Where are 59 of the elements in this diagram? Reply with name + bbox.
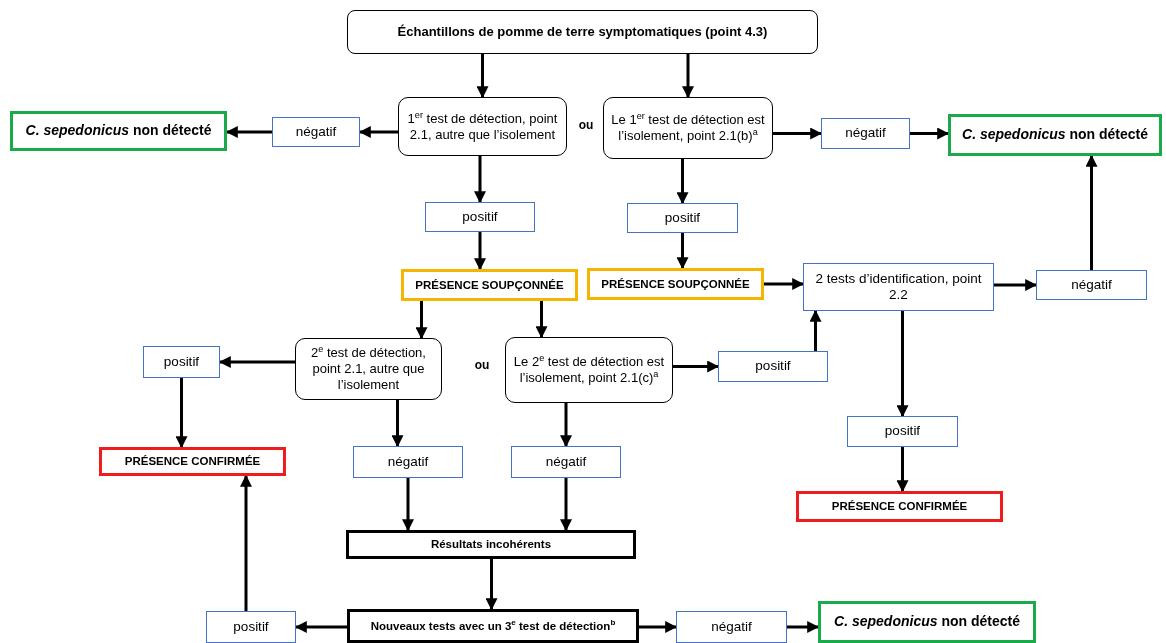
arrow: [896, 311, 909, 418]
result-box: 2 tests d’identification, point 2.2: [803, 263, 994, 311]
outcome-box: C. sepedonicus non détecté: [10, 111, 227, 151]
result-box: négatif: [821, 118, 910, 149]
arrow: [773, 127, 823, 140]
or-label: ou: [473, 358, 491, 372]
result-box: positif: [718, 351, 828, 382]
result-box: négatif: [676, 611, 787, 643]
suspected-box: PRÉSENCE SOUPÇONNÉE: [587, 268, 764, 300]
arrow: [896, 447, 909, 493]
arrow: [673, 360, 720, 373]
sample-box: Échantillons de pomme de terre symptomatiques (point 4.3): [347, 10, 818, 54]
arrow: [809, 309, 822, 351]
test-box: 2$^{e}$ test de détection, point 2.1, autre que l’isolement: [295, 338, 442, 400]
arrow: [175, 378, 188, 449]
arrow: [294, 621, 347, 633]
result-box: positif: [143, 346, 220, 378]
arrow: [676, 159, 689, 205]
outcome-box: C. sepedonicus non détecté: [818, 601, 1036, 643]
arrow: [474, 232, 486, 271]
result-box: positif: [425, 202, 535, 232]
result-box: positif: [206, 611, 296, 643]
test-box: Le 1$^{er}$ test de détection est l’isolement, point 2.1(b)$^{a}$: [603, 97, 773, 159]
arrow: [358, 126, 398, 138]
arrow: [676, 233, 689, 270]
arrow: [994, 279, 1038, 291]
process-box: Nouveaux tests avec un 3$^{e}$ test de détection$^{b}$: [347, 609, 639, 643]
result-box: négatif: [511, 446, 621, 478]
arrow: [240, 474, 252, 611]
arrow: [560, 403, 572, 448]
arrow: [682, 54, 694, 99]
arrow: [402, 478, 414, 532]
result-box: négatif: [1036, 270, 1147, 300]
confirmed-box: PRÉSENCE CONFIRMÉE: [99, 447, 286, 476]
result-box: positif: [847, 416, 958, 447]
confirmed-box: PRÉSENCE CONFIRMÉE: [796, 491, 1003, 522]
arrow: [415, 301, 428, 340]
arrow: [218, 356, 295, 368]
arrow: [485, 559, 498, 611]
result-box: positif: [627, 203, 738, 233]
arrow: [764, 278, 805, 290]
arrow: [1085, 154, 1098, 270]
result-box: négatif: [353, 446, 463, 478]
arrow: [787, 621, 820, 633]
process-box: Résultats incohérents: [346, 530, 636, 559]
arrow: [639, 621, 678, 633]
arrow: [910, 127, 950, 140]
arrow: [476, 54, 489, 99]
or-label: ou: [577, 118, 595, 132]
arrow: [535, 301, 548, 339]
arrow: [391, 400, 404, 448]
arrow: [474, 156, 486, 204]
arrow: [225, 126, 272, 138]
test-box: Le 2$^{e}$ test de détection est l’isolement, point 2.1(c)$^{a}$: [505, 337, 673, 403]
result-box: négatif: [272, 117, 360, 147]
suspected-box: PRÉSENCE SOUPÇONNÉE: [401, 269, 578, 301]
arrow: [560, 478, 572, 532]
test-box: 1$^{er}$ test de détection, point 2.1, autre que l’isolement: [398, 97, 567, 156]
outcome-box: C. sepedonicus non détecté: [948, 114, 1162, 156]
